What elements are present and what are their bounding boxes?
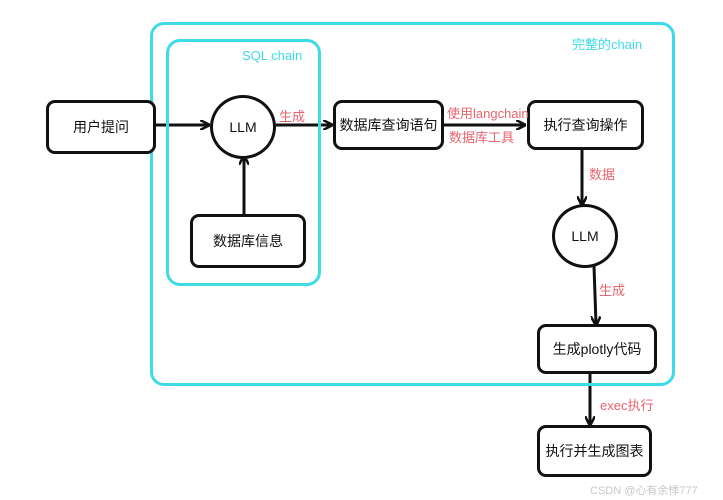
watermark: CSDN @心有余悸777	[590, 485, 698, 497]
llm-node-1: LLM	[210, 95, 276, 159]
exec-query-node: 执行查询操作	[527, 100, 644, 150]
user-question-node: 用户提问	[46, 100, 156, 154]
full-chain-frame	[150, 22, 675, 386]
llm-node-2: LLM	[552, 204, 618, 268]
exec-chart-node: 执行并生成图表	[537, 425, 652, 477]
edge-label-langchain-2: 数据库工具	[449, 130, 515, 145]
edge-label-generate-2: 生成	[599, 283, 626, 298]
edge-llm2-to-plotly	[594, 265, 596, 324]
db-info-node: 数据库信息	[190, 214, 306, 268]
edge-label-langchain-1: 使用langchain	[447, 106, 529, 121]
edge-label-data: 数据	[589, 167, 616, 182]
sql-chain-label: SQL chain	[242, 48, 303, 63]
gen-plotly-node: 生成plotly代码	[537, 324, 657, 374]
edge-label-exec: exec执行	[600, 398, 654, 413]
full-chain-label: 完整的chain	[572, 37, 643, 52]
edge-label-generate-1: 生成	[279, 109, 306, 124]
db-query-node: 数据库查询语句	[333, 100, 444, 150]
sql-chain-frame	[166, 39, 321, 286]
